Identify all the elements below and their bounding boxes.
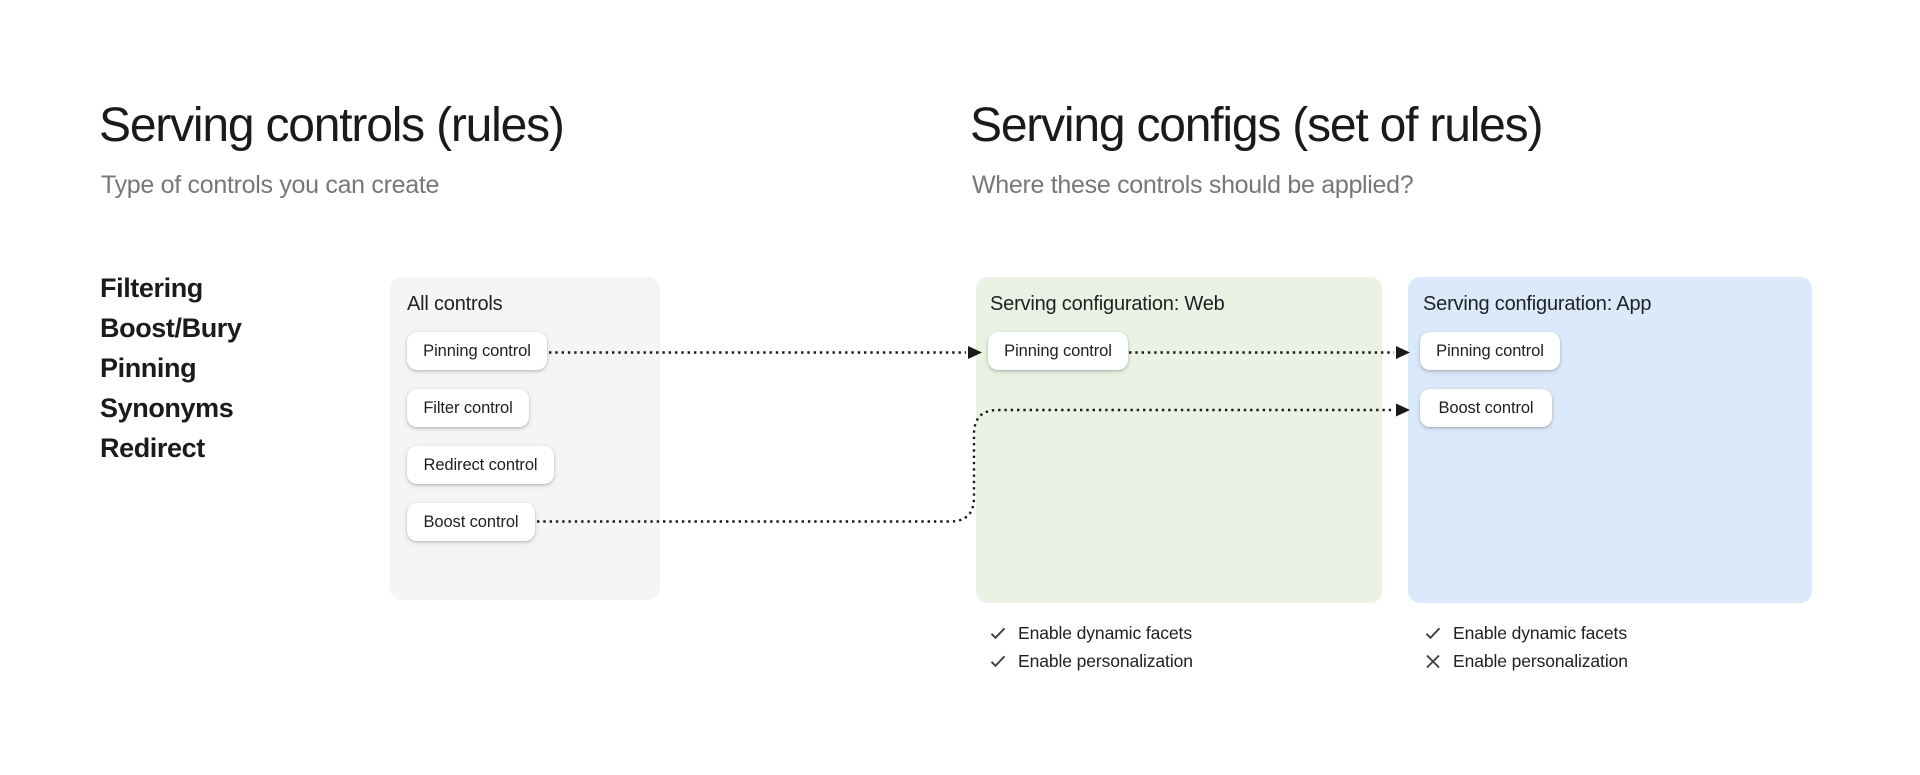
- check-icon: [1423, 624, 1443, 642]
- chip-pinning-control: Pinning control: [407, 332, 547, 370]
- chip-filter-control: Filter control: [407, 389, 529, 427]
- controls-section-subtitle: Type of controls you can create: [101, 171, 440, 199]
- feature-row: Enable dynamic facets: [1423, 619, 1628, 647]
- configs-section-title: Serving configs (set of rules): [970, 99, 1543, 152]
- feature-label: Enable personalization: [1018, 650, 1193, 671]
- feature-label: Enable personalization: [1453, 650, 1628, 671]
- feature-row: Enable personalization: [1423, 647, 1628, 675]
- control-types-list: Filtering Boost/Bury Pinning Synonyms Re…: [100, 268, 242, 468]
- app-chip-boost-control: Boost control: [1420, 389, 1552, 427]
- chip-boost-control: Boost control: [407, 503, 535, 541]
- app-feature-checklist: Enable dynamic facets Enable personaliza…: [1423, 619, 1628, 675]
- app-config-card-title: Serving configuration: App: [1423, 293, 1652, 315]
- web-chip-pinning-control: Pinning control: [988, 332, 1128, 370]
- controls-section-title: Serving controls (rules): [99, 99, 565, 152]
- control-type-redirect: Redirect: [100, 433, 205, 463]
- all-controls-card: All controls Pinning control Filter cont…: [390, 277, 660, 600]
- web-feature-checklist: Enable dynamic facets Enable personaliza…: [988, 619, 1193, 675]
- app-config-card: Serving configuration: App Pinning contr…: [1408, 277, 1812, 603]
- app-chip-pinning-control: Pinning control: [1420, 332, 1560, 370]
- cross-icon: [1423, 652, 1443, 670]
- control-type-boost-bury: Boost/Bury: [100, 313, 242, 343]
- all-controls-card-title: All controls: [407, 293, 503, 315]
- feature-label: Enable dynamic facets: [1018, 622, 1192, 643]
- chip-redirect-control: Redirect control: [407, 446, 554, 484]
- control-type-pinning: Pinning: [100, 353, 197, 383]
- feature-label: Enable dynamic facets: [1453, 622, 1627, 643]
- web-config-card: Serving configuration: Web Pinning contr…: [976, 277, 1382, 603]
- control-type-filtering: Filtering: [100, 273, 203, 303]
- control-type-synonyms: Synonyms: [100, 393, 234, 423]
- feature-row: Enable dynamic facets: [988, 619, 1193, 647]
- feature-row: Enable personalization: [988, 647, 1193, 675]
- check-icon: [988, 624, 1008, 642]
- web-config-card-title: Serving configuration: Web: [990, 293, 1225, 315]
- configs-section-subtitle: Where these controls should be applied?: [972, 171, 1414, 199]
- check-icon: [988, 652, 1008, 670]
